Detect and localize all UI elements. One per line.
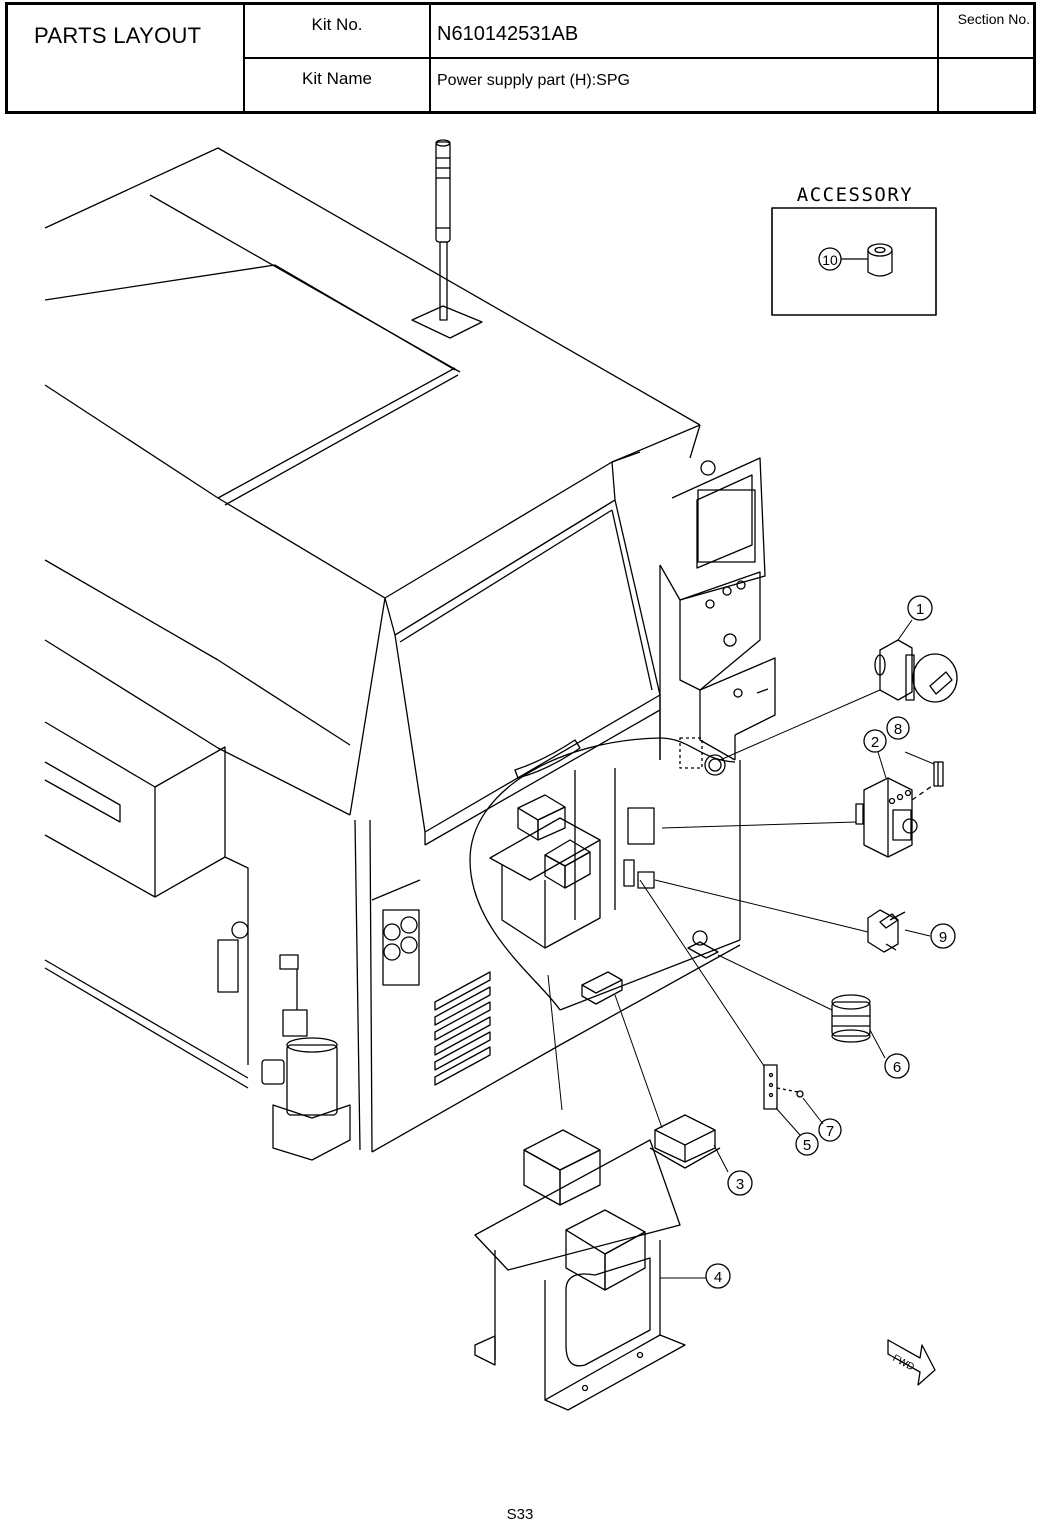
svg-text:1: 1: [916, 601, 924, 618]
part-7-screw: [796, 1090, 804, 1098]
leader-lines: [547, 619, 935, 1279]
cutaway-enclosure: [469, 737, 741, 1011]
callout-9: 9: [930, 923, 956, 949]
kit-no-value: N610142531AB: [437, 23, 579, 45]
part-4-transformer: [474, 1129, 686, 1411]
kit-name-label: Kit Name: [302, 69, 372, 88]
accessory-title: ACCESSORY: [796, 184, 914, 206]
svg-text:8: 8: [894, 721, 902, 738]
svg-text:5: 5: [803, 1137, 811, 1154]
page-number: S33: [506, 1506, 534, 1523]
svg-text:7: 7: [826, 1123, 834, 1140]
title-block: PARTS LAYOUT Kit No. N610142531AB Sectio…: [5, 2, 1036, 114]
drawing-type-title: PARTS LAYOUT: [34, 23, 202, 48]
kit-name-label-cell: Kit Name: [245, 59, 431, 111]
parts-drawing: FWD 1 2 8 9 6 7 5 3 4 10: [0, 120, 1040, 1480]
part-9-relay: [867, 909, 906, 953]
part-2-circuit-breaker: [855, 777, 933, 858]
fwd-label: FWD: [891, 1353, 916, 1373]
svg-text:2: 2: [871, 734, 879, 751]
svg-text:4: 4: [714, 1269, 722, 1286]
kit-name-value: Power supply part (H):SPG: [437, 72, 630, 89]
accessory-box: [771, 207, 937, 316]
machine-body: [44, 147, 741, 1153]
signal-tower: [411, 139, 483, 339]
kit-no-value-cell: N610142531AB: [431, 5, 939, 59]
svg-text:3: 3: [736, 1176, 744, 1193]
callout-3: 3: [727, 1170, 753, 1196]
callout-8: 8: [886, 716, 910, 740]
section-no-value-cell: [939, 59, 1036, 111]
svg-text:6: 6: [893, 1059, 901, 1076]
part-1-selector-switch: [874, 639, 958, 703]
section-no-label-cell: Section No.: [939, 5, 1036, 59]
part-6-cable-gland: [831, 994, 871, 1043]
kit-no-label-cell: Kit No.: [245, 5, 431, 59]
svg-text:10: 10: [822, 252, 838, 268]
svg-text:9: 9: [939, 929, 947, 946]
callout-7: 7: [818, 1118, 842, 1142]
part-8-aux-contact: [933, 761, 944, 787]
section-no-label: Section No.: [957, 11, 1030, 27]
callout-10: 10: [822, 252, 838, 268]
callout-2: 2: [863, 729, 887, 753]
air-filter-unit: [261, 954, 351, 1161]
callout-5: 5: [795, 1132, 819, 1156]
kit-name-value-cell: Power supply part (H):SPG: [431, 59, 939, 111]
part-5-terminal-bracket: [763, 1064, 799, 1110]
callout-1: 1: [907, 595, 933, 621]
callout-4: 4: [705, 1263, 731, 1289]
callouts: 1 2 8 9 6 7 5 3 4 10: [705, 252, 956, 1289]
callout-6: 6: [884, 1053, 910, 1079]
part-3-noise-filter: [649, 1114, 721, 1169]
operation-panel: [659, 457, 776, 776]
kit-no-label: Kit No.: [311, 15, 363, 34]
title-cell: PARTS LAYOUT: [8, 5, 245, 111]
fwd-arrow-icon: FWD: [887, 1339, 936, 1386]
